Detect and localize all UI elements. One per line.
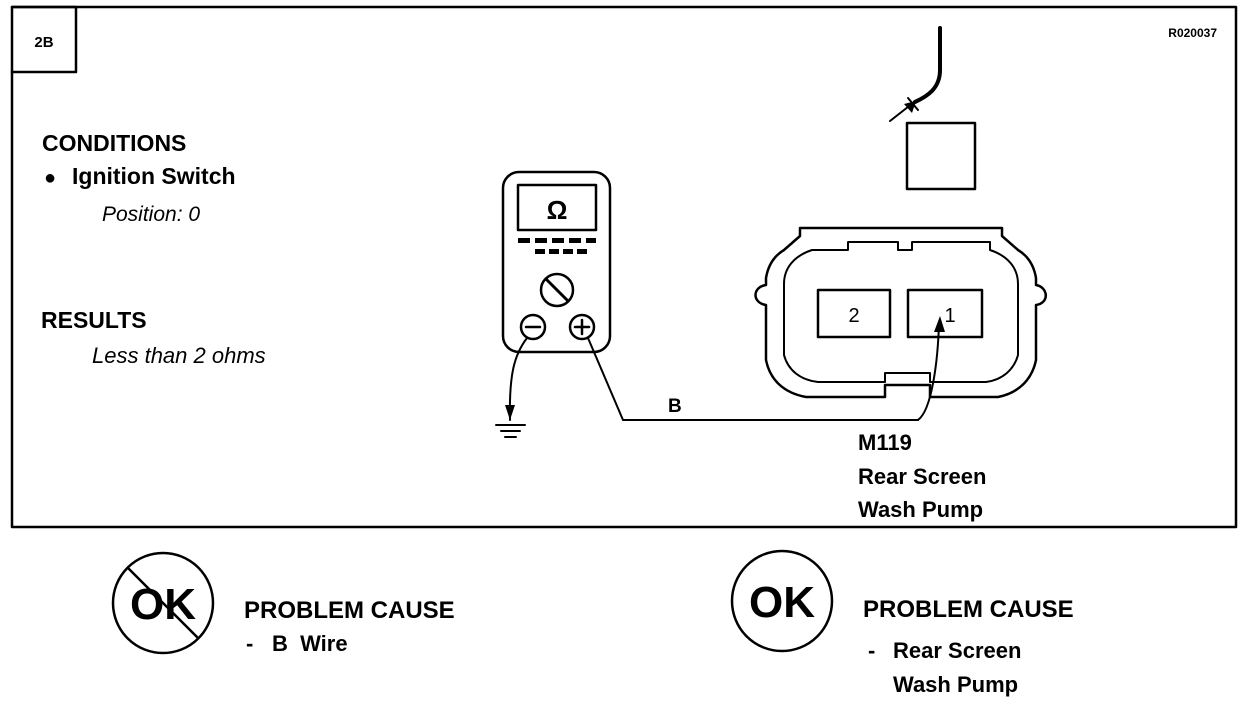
condition-item: Ignition Switch	[72, 163, 236, 189]
ground-icon	[495, 424, 526, 438]
results-value: Less than 2 ohms	[92, 343, 266, 368]
pin-2-cell	[816, 288, 892, 339]
condition-value: Position: 0	[102, 203, 200, 226]
harness-plug-icon	[889, 26, 977, 191]
not-ok-outcome: OK PROBLEM CAUSE - B Wire	[111, 551, 455, 656]
not-ok-icon: OK	[111, 551, 215, 655]
pin-1-label: 1	[944, 305, 955, 327]
conditions-heading: CONDITIONS	[42, 130, 186, 156]
ok-icon: OK	[730, 549, 834, 653]
wire-label: B	[668, 396, 682, 417]
pin-2-label: 2	[848, 305, 859, 327]
step-tab: 2B	[10, 5, 78, 74]
not-ok-dash: -	[246, 631, 253, 656]
not-ok-heading: PROBLEM CAUSE	[244, 597, 455, 624]
ok-outcome: OK PROBLEM CAUSE - Rear Screen Wash Pump	[730, 549, 1074, 697]
ok-cause-line2: Wash Pump	[893, 672, 1018, 697]
positive-terminal-icon	[568, 313, 596, 341]
step-label: 2B	[34, 34, 53, 51]
connector-m119: 2 1	[754, 226, 1047, 399]
pin-1-cell	[906, 288, 984, 339]
connector-name-line1: Rear Screen	[858, 464, 986, 489]
probe-arrow-icon	[934, 316, 945, 332]
multimeter-icon: Ω	[501, 170, 612, 354]
ok-heading: PROBLEM CAUSE	[863, 596, 1074, 623]
results-heading: RESULTS	[41, 307, 147, 333]
connector-code: M119	[858, 430, 912, 455]
ok-cause-line1: Rear Screen	[893, 638, 1021, 663]
meter-button-row-icon	[518, 238, 596, 254]
meter-display: Ω	[547, 195, 568, 225]
reference-code: R020037	[1168, 26, 1217, 40]
ok-symbol: OK	[749, 578, 815, 627]
main-panel	[10, 5, 1238, 529]
negative-terminal-icon	[519, 313, 547, 341]
ground-lead	[505, 337, 528, 421]
ok-dash: -	[868, 638, 875, 663]
bullet-icon: ●	[44, 167, 56, 189]
connector-name-line2: Wash Pump	[858, 497, 983, 522]
meter-dial-icon	[539, 272, 575, 308]
not-ok-cause: B Wire	[272, 631, 348, 656]
